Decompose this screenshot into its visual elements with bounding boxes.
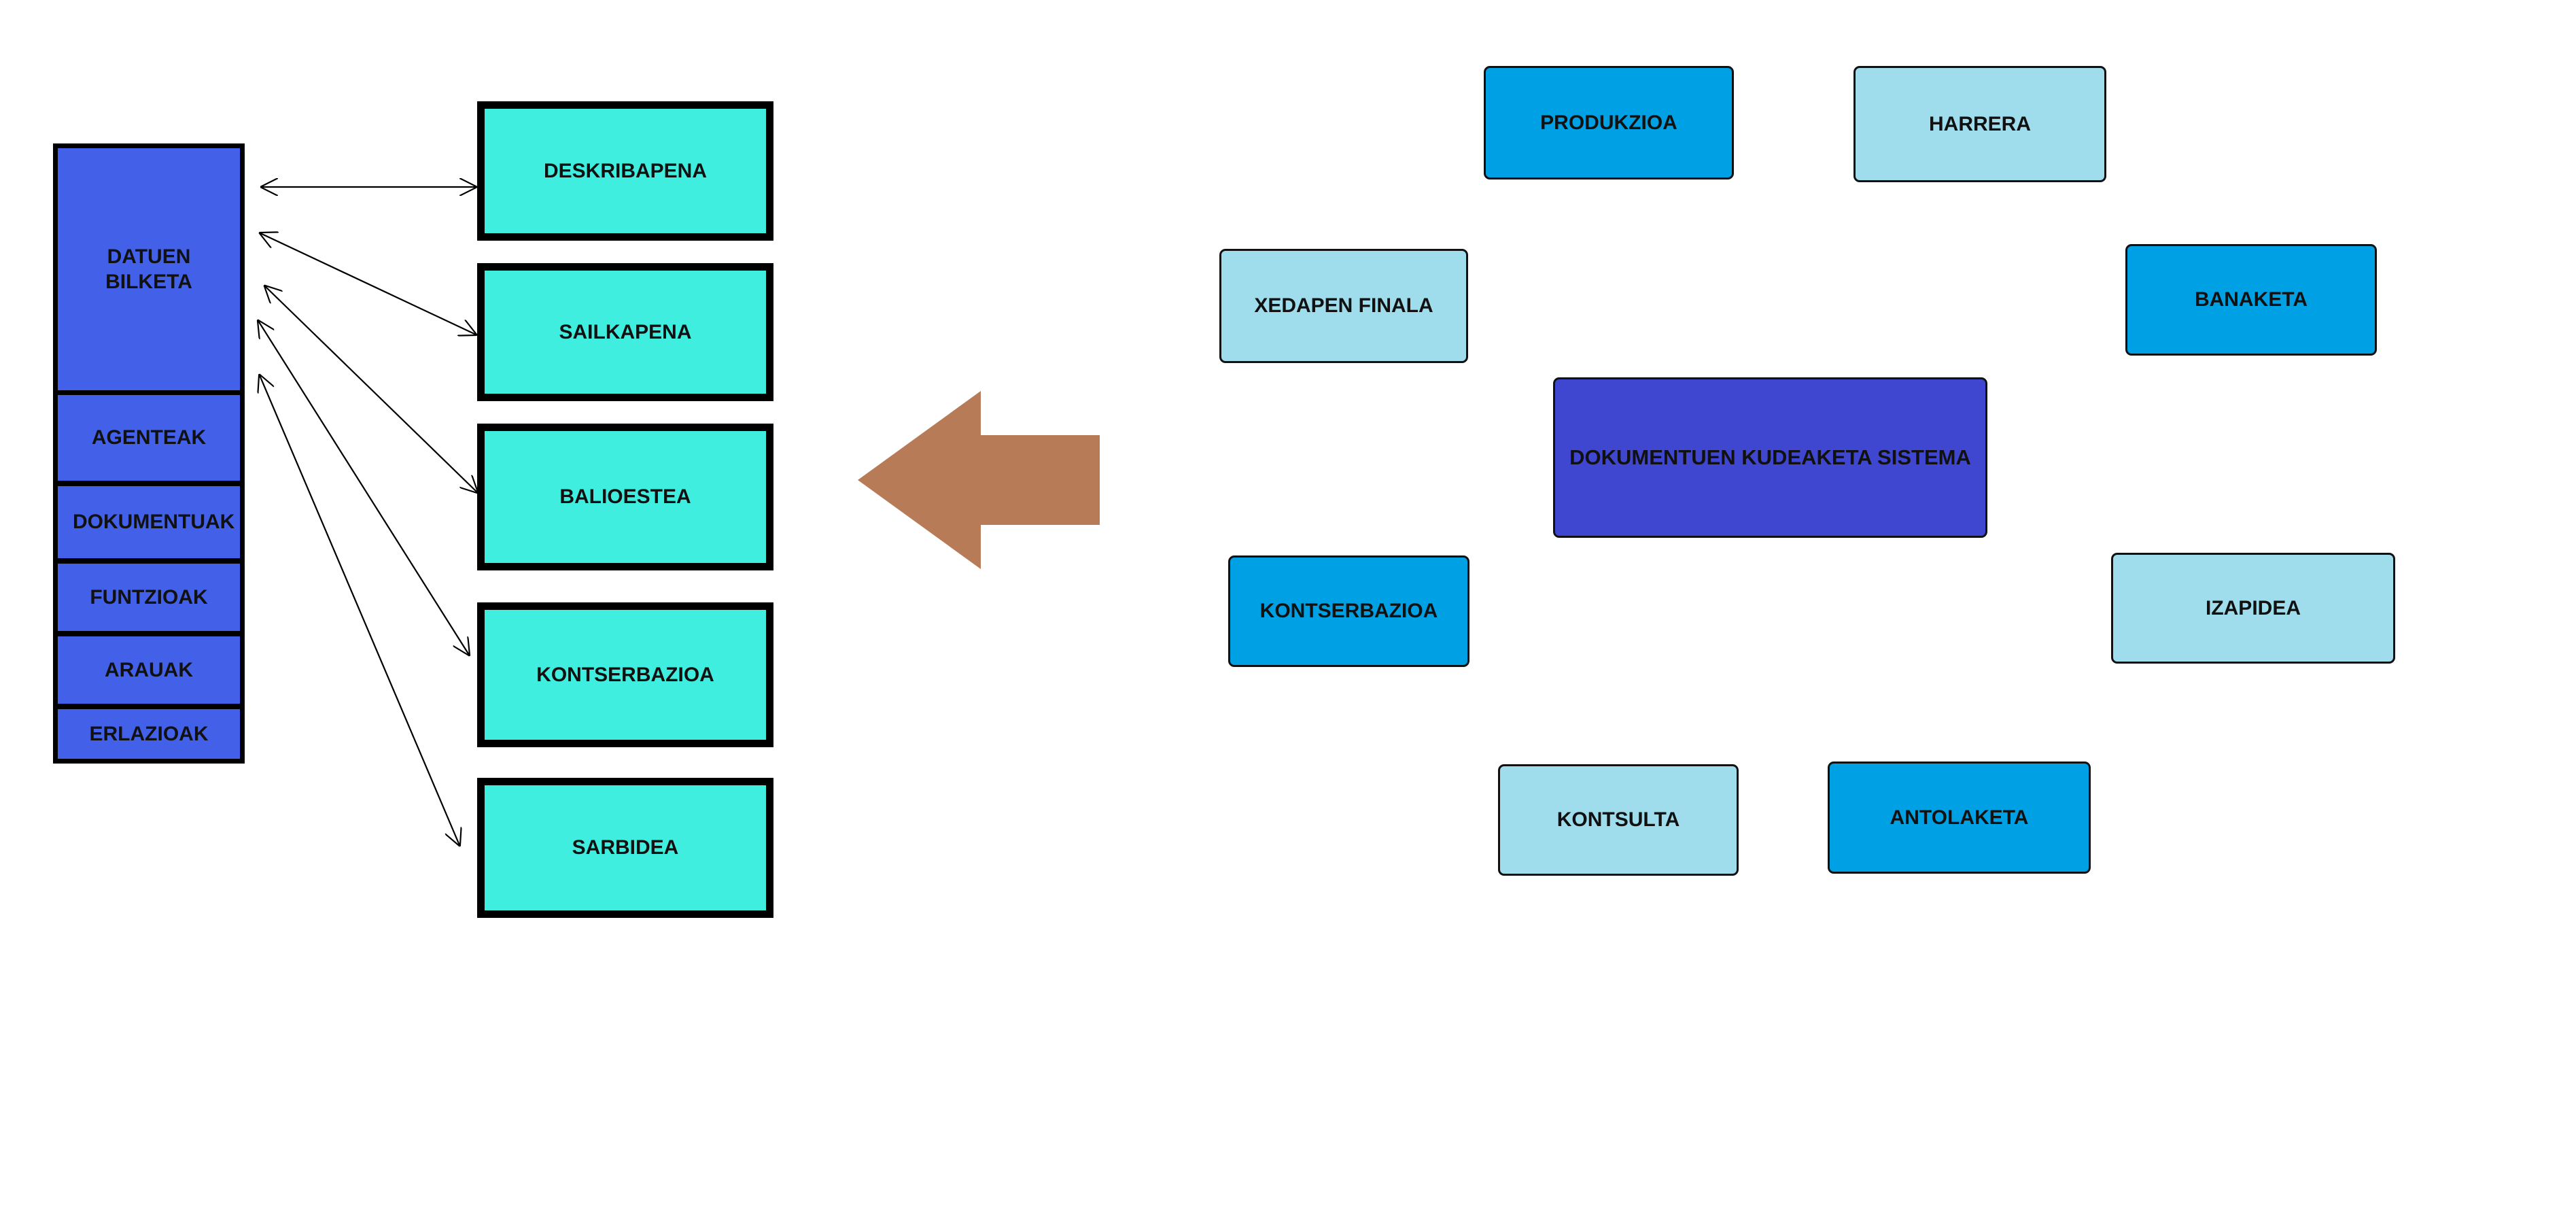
node-banaketa: BANAKETA [2125, 244, 2377, 356]
node-xedapen-finala: XEDAPEN FINALA [1219, 249, 1468, 363]
sailkapena-box: SAILKAPENA [477, 263, 773, 401]
datuen-bilketa-box: DATUEN BILKETA [53, 143, 245, 395]
arauak-box: ARAUAK [53, 632, 245, 708]
node-kontserbazioa: KONTSERBAZIOA [1228, 555, 1469, 667]
agenteak-box: AGENTEAK [53, 390, 245, 485]
node-produkzioa: PRODUKZIOA [1484, 66, 1734, 179]
big-left-arrow [858, 391, 1100, 569]
sarbidea-box: SARBIDEA [477, 778, 773, 918]
kontserbazioa-process-box: KONTSERBAZIOA [477, 602, 773, 747]
deskribapena-box: DESKRIBAPENA [477, 101, 773, 241]
connector-arrow-sailkapena [260, 233, 476, 335]
erlazioak-box: ERLAZIOAK [53, 704, 245, 764]
node-izapidea: IZAPIDEA [2111, 553, 2395, 664]
center-dokumentuen-kudeaketa-sistema: DOKUMENTUEN KUDEAKETA SISTEMA [1553, 377, 1987, 538]
connector-arrow-kontserbazioa [258, 321, 469, 655]
node-harrera: HARRERA [1853, 66, 2106, 182]
node-antolaketa: ANTOLAKETA [1828, 762, 2091, 874]
node-kontsulta: KONTSULTA [1498, 764, 1739, 876]
balioestea-box: BALIOESTEA [477, 424, 773, 570]
connector-arrow-sarbidea [260, 375, 459, 845]
